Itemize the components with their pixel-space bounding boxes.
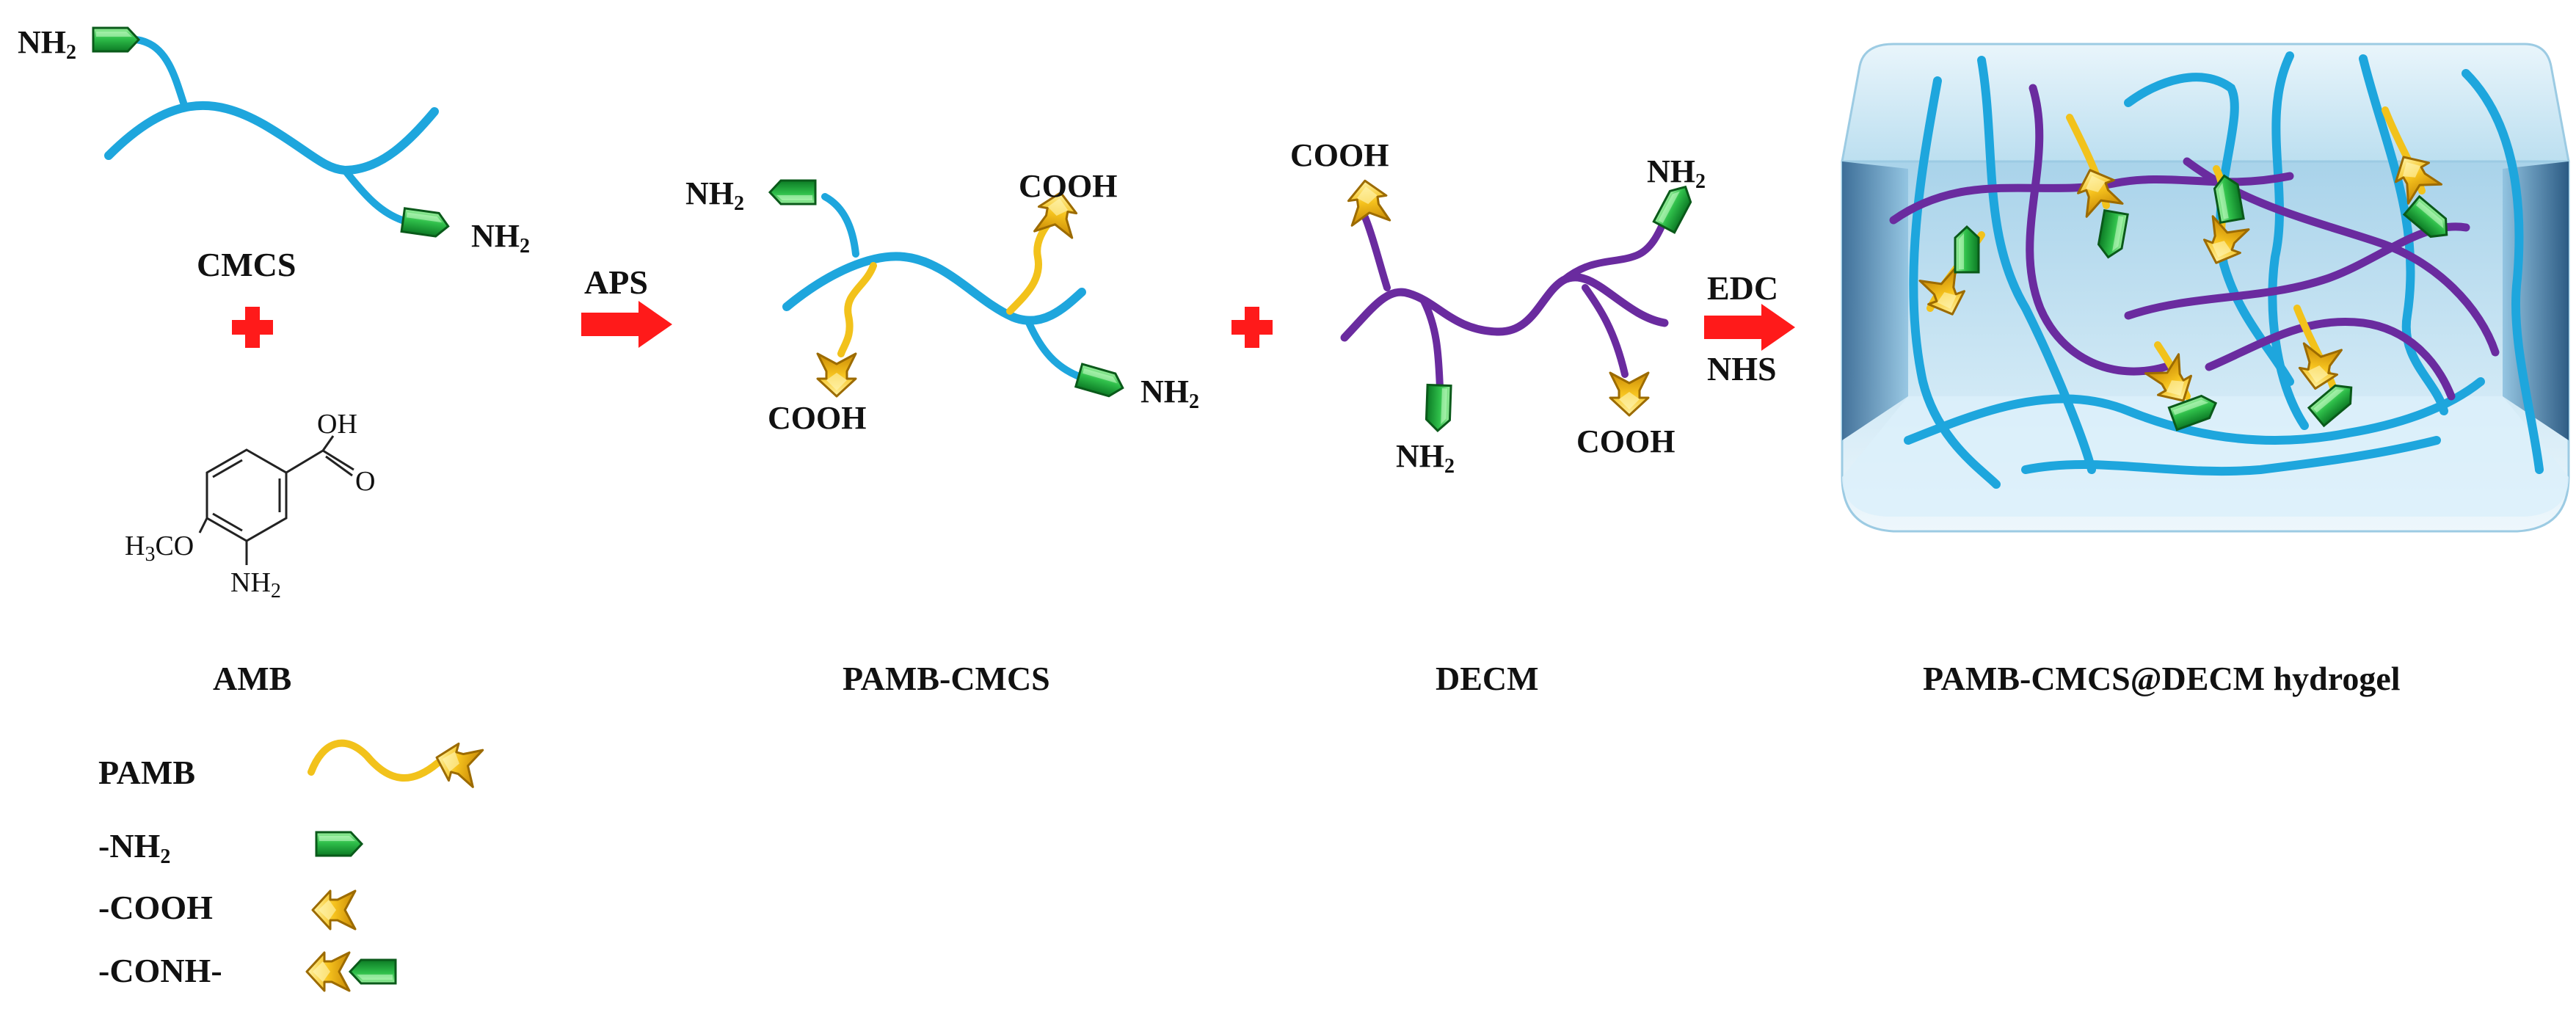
aps-label: APS: [584, 263, 648, 301]
nh2-label: NH2: [685, 175, 744, 215]
nh2-group-icon: [92, 26, 140, 53]
nh2-group-icon: [1425, 383, 1452, 433]
amb-label: AMB: [213, 660, 291, 697]
decm-label: DECM: [1436, 660, 1539, 697]
amb-oh-label: OH: [317, 409, 357, 440]
plus-icon: [1231, 307, 1273, 348]
pamb-cmcs-molecule: [768, 179, 1127, 401]
cooh-group-icon: [816, 352, 857, 398]
cooh-label: COOH: [1019, 168, 1117, 204]
cooh-group-icon: [1609, 371, 1650, 417]
nh2-group-icon: [400, 207, 451, 239]
cooh-label: COOH: [1576, 423, 1675, 459]
nh2-group-icon: [1074, 363, 1127, 401]
reaction-arrow-icon: [1704, 304, 1795, 351]
plus-icon: [232, 307, 273, 348]
nh2-group-icon: [315, 831, 363, 857]
hydrogel-label: PAMB-CMCS@DECM hydrogel: [1923, 660, 2401, 697]
decm-molecule: [1340, 177, 1698, 433]
conh-bond-icon: [305, 951, 397, 992]
cooh-label: COOH: [1290, 137, 1389, 173]
nh2-label: NH2: [1140, 374, 1199, 413]
nhs-label: NHS: [1707, 350, 1777, 387]
legend: PAMB -NH2 -COOH -CONH-: [98, 738, 484, 992]
pamb-cmcs-label: PAMB-CMCS: [843, 660, 1050, 697]
pamb-chain-icon: [308, 738, 484, 788]
nh2-group-icon: [1954, 225, 1980, 274]
legend-label-cooh: -COOH: [98, 889, 213, 926]
nh2-label: NH2: [18, 24, 76, 64]
legend-label-pamb: PAMB: [98, 754, 195, 791]
nh2-label: NH2: [1647, 153, 1706, 193]
nh2-label: NH2: [471, 218, 530, 258]
cooh-label: COOH: [768, 400, 866, 436]
hydrogel-network: [1889, 51, 2544, 489]
reaction-arrow-icon: [581, 301, 672, 348]
nh2-label: NH2: [1396, 438, 1455, 478]
legend-label-conh: -CONH-: [98, 952, 222, 989]
legend-label-nh2: -NH2: [98, 827, 170, 868]
cmcs-label: CMCS: [197, 246, 296, 283]
cmcs-molecule: [92, 26, 451, 239]
nh2-group-icon: [768, 179, 817, 205]
amb-nh2-label: NH2: [230, 567, 281, 603]
amb-o-label: O: [355, 466, 375, 497]
amb-structure: [198, 435, 354, 565]
edc-label: EDC: [1707, 269, 1778, 307]
amb-methoxy-label: H3CO: [125, 531, 194, 566]
cooh-group-icon: [311, 889, 357, 931]
